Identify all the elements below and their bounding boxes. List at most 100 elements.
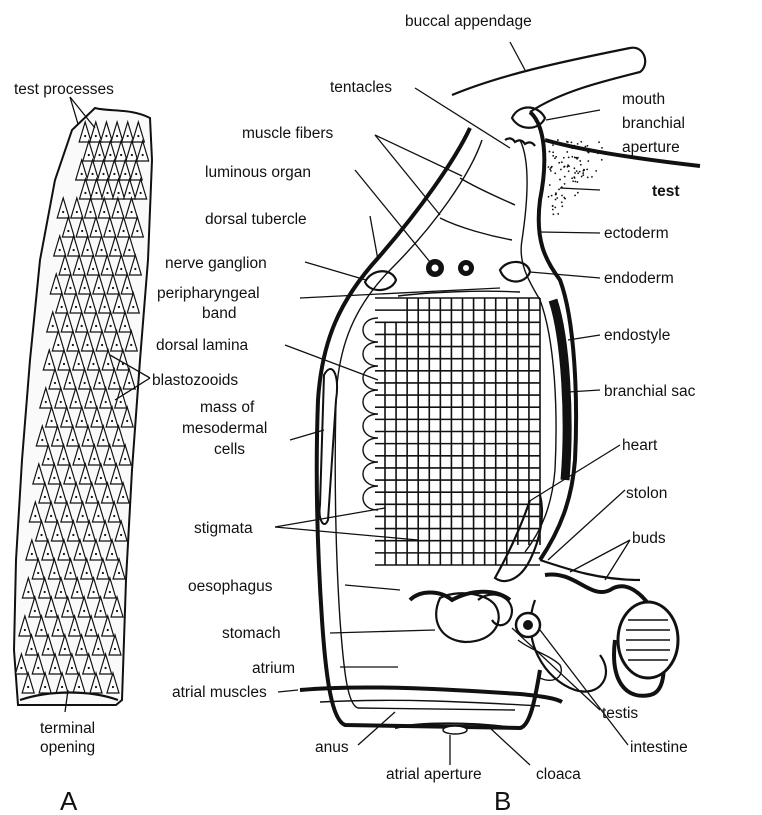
test-stipple-dot [568,170,570,172]
test-stipple-dot [576,170,578,172]
body-inner-wall [335,140,515,710]
blastozooid-dot [113,382,115,384]
blastozooid-dot [106,496,108,498]
blastozooid-dot [99,610,101,612]
label-endostyle: endostyle [604,327,670,344]
blastozooid-dot [109,591,111,593]
blastozooid-dot [61,686,63,688]
blastozooid-dot [40,534,42,536]
test-stipple-dot [561,195,563,197]
blastozooid-dot [60,591,62,593]
blastozooid-dot [76,591,78,593]
blastozooid-dot [118,306,120,308]
blastozooid-dot [89,306,91,308]
test-stipple-dot [567,164,569,166]
test-stipple-dot [560,169,562,171]
blastozooid-dot [95,192,97,194]
panel-b-label: B [494,786,511,815]
test-stipple-dot [555,192,557,194]
stolon [540,560,640,580]
test-stipple-dot [567,141,569,143]
blastozooid-dot [109,458,111,460]
blastozooid-dot [20,667,22,669]
test-stipple-dot [557,213,559,215]
blastozooid-dot [72,534,74,536]
blastozooid-dot [128,249,130,251]
blastozooid-dot [107,629,109,631]
blastozooid-dot [64,268,66,270]
test-stipple-dot [601,159,603,161]
blastozooid-dot [112,287,114,289]
test-stipple-dot [550,170,552,172]
blastozooid-dot [81,325,83,327]
blastozooid-dot [72,344,74,346]
label-mouth-3: aperture [622,139,680,156]
test-stipple-dot [581,176,583,178]
blastozooid-dot [109,230,111,232]
test-stipple-dot [552,209,554,211]
blastozooid-dot [135,173,137,175]
test-stipple-dot [558,162,560,164]
blastozooid-dot [93,458,95,460]
blastozooid-dot [88,534,90,536]
panel-a-label: A [60,786,78,815]
blastozooid-dot [30,648,32,650]
blastozooid-dot [78,268,80,270]
test-stipple-dot [561,201,563,203]
test-stipple-dot [548,166,550,168]
blastozooid-dot [47,553,49,555]
blastozooid-dot [100,477,102,479]
blastozooid-dot [84,287,86,289]
label-stomach: stomach [222,625,281,642]
blastozooid-dot [73,629,75,631]
blastozooid-dot [48,363,50,365]
intestine [478,595,512,626]
test-stipple-dot [558,188,560,190]
blastozooid-dot [55,287,57,289]
blastozooid-dot [78,686,80,688]
colony-illustration [14,108,152,705]
label-dorsal-lamina: dorsal lamina [156,337,249,354]
blastozooid-dot [105,401,107,403]
blastozooid-dot [134,268,136,270]
blastozooid-dot [87,439,89,441]
blastozooid-dot [86,572,88,574]
blastozooid-dot [38,477,40,479]
blastozooid-dot [111,553,113,555]
test-stipple-dot [587,145,589,147]
blastozooid-dot [104,306,106,308]
blastozooid-dot [59,249,61,251]
blastozooid-dot [136,230,138,232]
blastozooid-dot [120,401,122,403]
test-stipple-dot [577,181,579,183]
blastozooid-dot [57,629,59,631]
test-stipple-dot [552,151,554,153]
label-branchial-sac: branchial sac [604,383,696,400]
muscle-fiber-2 [440,218,512,240]
stomach [436,593,499,642]
test-stipple-dot [601,147,603,149]
blastozooid-dot [91,496,93,498]
blastozooid-dot [126,420,128,422]
blastozooid-dot [54,667,56,669]
blastozooid-dot [69,572,71,574]
blastozooid-dot [54,382,56,384]
blastozooid-dot [86,344,88,346]
test-stipple-dot [552,213,554,215]
test-stipple-dot [577,172,579,174]
blastozooid-dot [84,477,86,479]
blastozooid-dot [24,629,26,631]
test-stipple-dot [554,172,556,174]
blastozooid-dot [104,534,106,536]
blastozooid-dot [117,439,119,441]
blastozooid-dot [88,667,90,669]
blastozooid-dot [63,458,65,460]
blastozooid-dot [114,249,116,251]
test-stipple-dot [585,146,587,148]
test-stipple-dot [552,144,554,146]
test-stipple-dot [577,143,579,145]
blastozooid-dot [122,496,124,498]
test-stipple-dot [587,160,589,162]
test-stipple-dot [555,199,557,201]
blastozooid-dot [88,154,90,156]
